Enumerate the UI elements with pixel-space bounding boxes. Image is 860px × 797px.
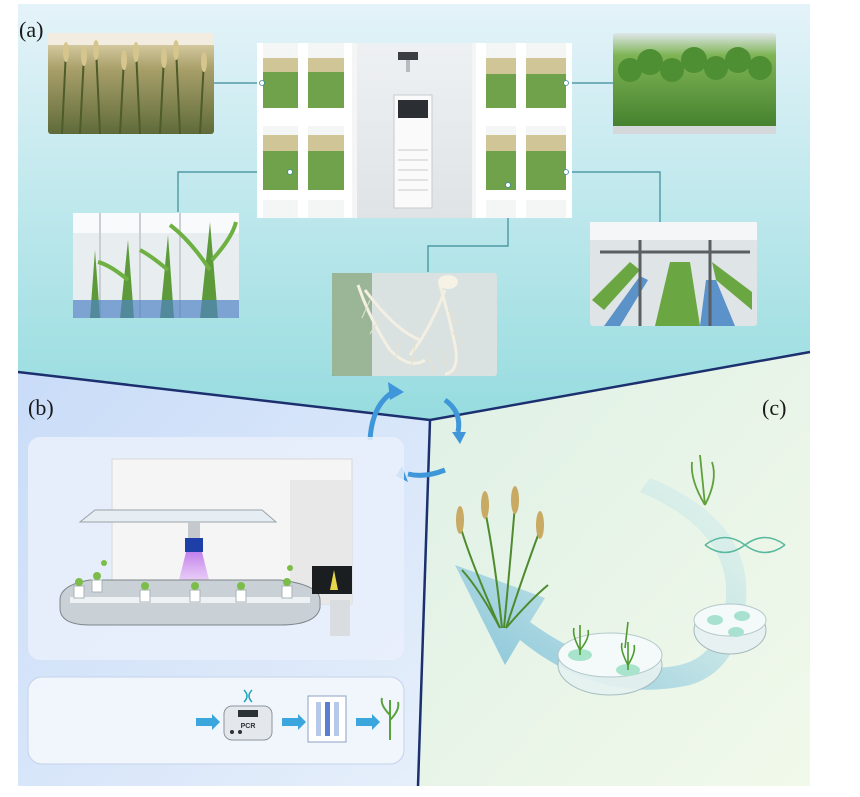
pcr-machine-icon — [223, 689, 273, 741]
workflow-strip — [27, 676, 405, 765]
pcr-label: PCR — [241, 723, 256, 730]
phenotyping-platform — [28, 437, 404, 660]
gel-electrophoresis-icon — [307, 695, 347, 743]
workflow-arrow-2 — [282, 714, 306, 730]
workflow-arrow-1 — [196, 714, 220, 730]
root-system-photo — [332, 273, 497, 376]
panel-divider-vertical — [416, 419, 432, 787]
panel-label-a: (a) — [19, 17, 44, 42]
bamboo-field-photo — [613, 33, 776, 134]
hydroponic-rack-photo — [590, 222, 757, 326]
panel-c-background — [418, 352, 810, 786]
petri-dish-seedlings — [557, 621, 663, 696]
dna-helix-icon — [704, 536, 786, 554]
wheat-field-photo — [48, 33, 214, 135]
panel-label-c: (c) — [762, 395, 787, 420]
rice-cycle — [455, 454, 786, 696]
rice-plant — [459, 504, 549, 629]
seedling-icon — [380, 697, 400, 740]
panel-label-b: (b) — [28, 395, 54, 420]
workflow-arrow-3 — [356, 714, 380, 730]
maize-photo — [73, 213, 239, 318]
young-rice-plant — [690, 454, 715, 506]
petri-dish-seeds — [693, 603, 767, 655]
growth-chamber-photo — [257, 43, 572, 218]
